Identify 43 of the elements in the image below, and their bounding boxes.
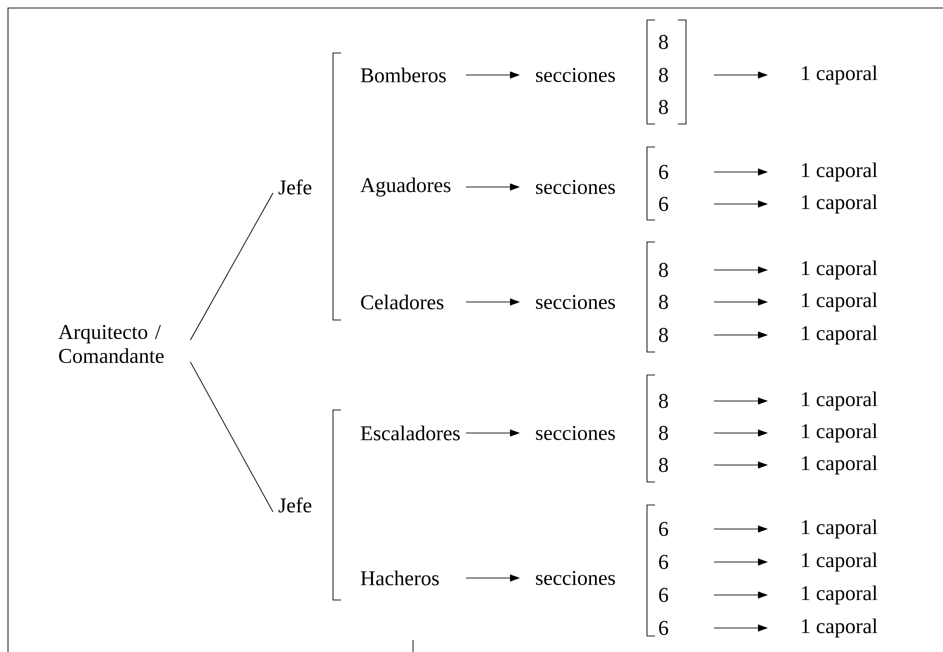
- label: 1 caporal: [802, 65, 878, 85]
- label: 8: [659, 458, 668, 472]
- label: 1 caporal: [802, 618, 878, 638]
- label: 8: [659, 294, 668, 310]
- label: 8: [659, 68, 668, 82]
- label: 8: [659, 394, 668, 408]
- label: 6: [659, 554, 668, 570]
- label: Bomberos: [360, 68, 446, 82]
- label: secciones: [536, 68, 615, 82]
- label: 8: [659, 426, 668, 440]
- label: 6: [659, 164, 668, 180]
- label: Arquitecto / Comandante: [58, 324, 164, 364]
- label: 1 caporal: [802, 194, 878, 214]
- label: 1 caporal: [802, 260, 878, 280]
- label: 6: [659, 620, 668, 636]
- label: 1 caporal: [802, 552, 878, 572]
- label: 8: [659, 328, 668, 342]
- label: 1 caporal: [802, 519, 878, 539]
- label: 6: [659, 196, 668, 212]
- label: Jefe: [278, 180, 312, 194]
- label: secciones: [536, 570, 615, 586]
- connector-line: [190, 362, 274, 512]
- label: 8: [659, 262, 668, 278]
- label: Celadores: [361, 294, 444, 310]
- connector-line: [190, 192, 274, 340]
- label: Hacheros: [360, 570, 439, 586]
- label: 1 caporal: [802, 162, 878, 182]
- label: 1 caporal: [802, 585, 878, 605]
- label: secciones: [536, 294, 615, 310]
- label: 8: [659, 34, 668, 50]
- label: 6: [659, 588, 668, 602]
- label: 1 caporal: [802, 455, 878, 475]
- label: 1 caporal: [802, 325, 878, 345]
- label: 6: [659, 522, 668, 536]
- label: Escaladores: [360, 426, 460, 440]
- label: secciones: [536, 426, 615, 440]
- label: 1 caporal: [802, 391, 878, 411]
- label: 1 caporal: [802, 292, 878, 312]
- label: Jefe: [278, 498, 312, 512]
- label: secciones: [536, 180, 615, 194]
- label: 1 caporal: [802, 423, 878, 443]
- label: 8: [659, 100, 668, 114]
- label: Aguadores: [360, 177, 450, 197]
